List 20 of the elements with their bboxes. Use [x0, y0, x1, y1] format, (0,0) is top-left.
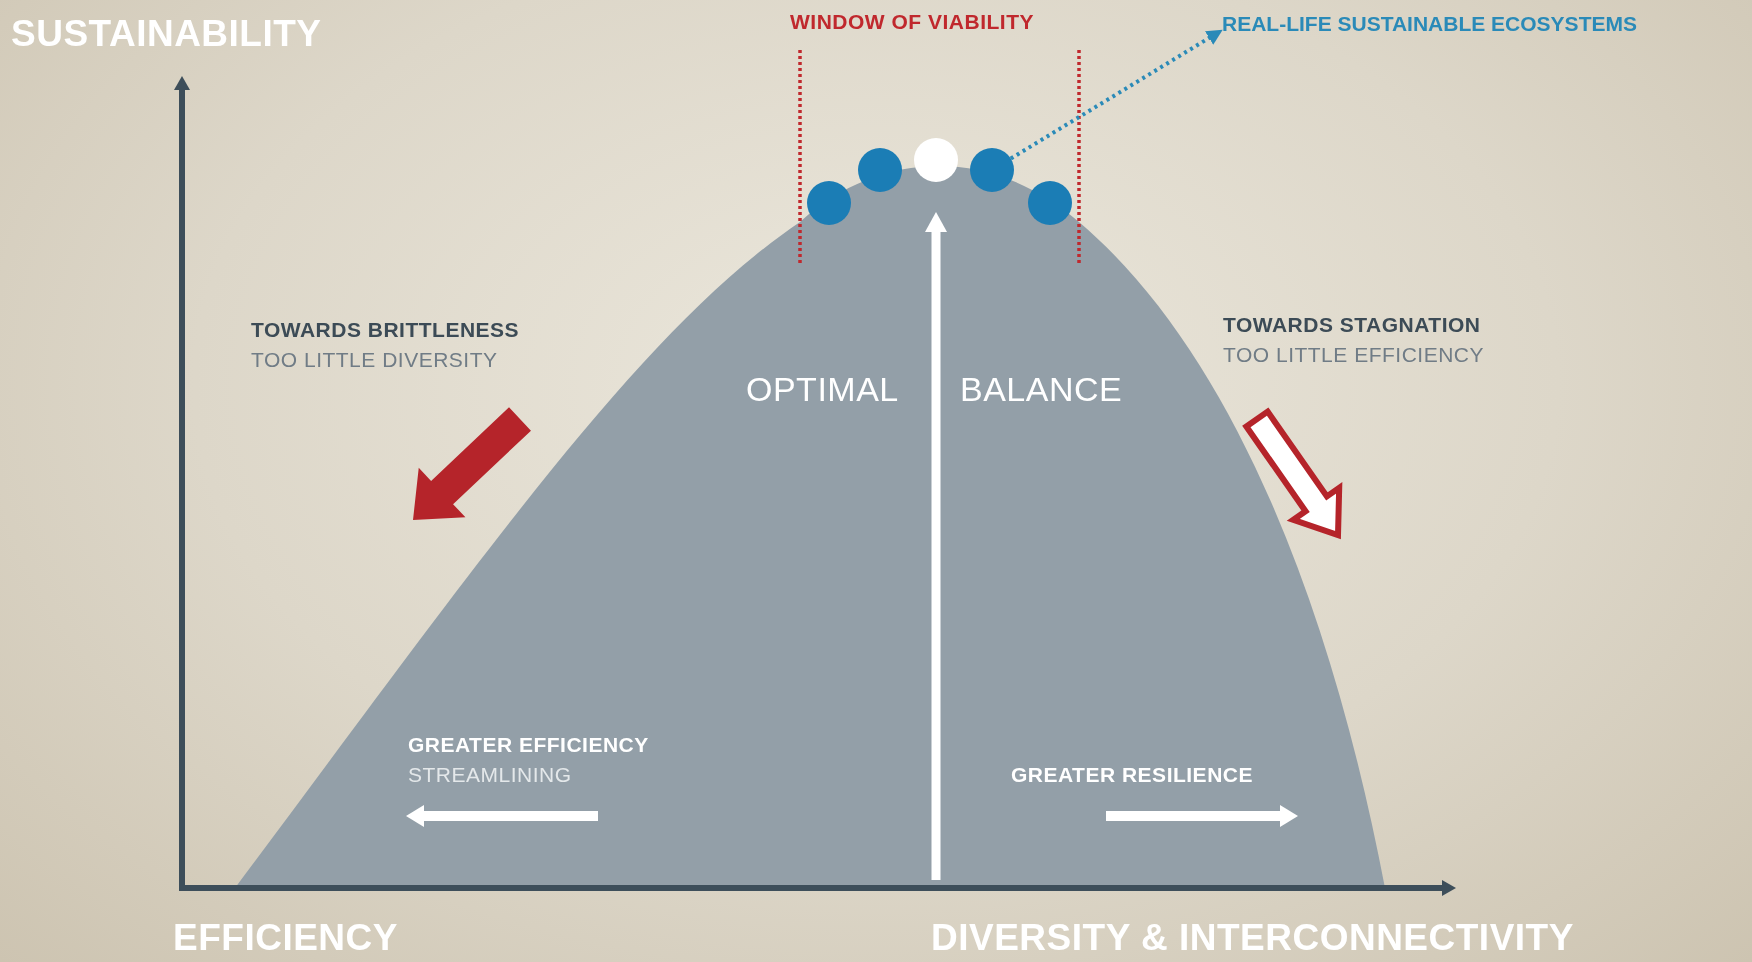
annotation-text: STREAMLINING	[408, 763, 572, 787]
axis-label: DIVERSITY & INTERCONNECTIVITY	[931, 918, 1574, 959]
axis-label: EFFICIENCY	[173, 918, 398, 959]
callout-text: REAL-LIFE SUSTAINABLE ECOSYSTEMS	[1222, 8, 1637, 40]
axis-label: SUSTAINABILITY	[11, 14, 322, 55]
annotation-heading: TOWARDS BRITTLENESS	[251, 318, 520, 342]
dot-marker	[914, 138, 958, 182]
annotation-text: TOO LITTLE DIVERSITY	[251, 348, 498, 372]
dot-marker	[858, 148, 902, 192]
annotation-heading: GREATER RESILIENCE	[1011, 763, 1253, 787]
region-label: OPTIMAL	[746, 371, 899, 409]
leader-line	[1009, 29, 1223, 161]
annotation-heading: GREATER EFFICIENCY	[408, 733, 649, 757]
dot-marker	[807, 181, 851, 225]
dot-marker	[1028, 181, 1072, 225]
annotation-heading: TOWARDS STAGNATION	[1223, 313, 1481, 337]
annotation-text: TOO LITTLE EFFICIENCY	[1223, 343, 1484, 367]
bracket-label: WINDOW OF VIABILITY	[790, 10, 1034, 34]
region-label: BALANCE	[960, 371, 1123, 409]
dot-marker	[970, 148, 1014, 192]
